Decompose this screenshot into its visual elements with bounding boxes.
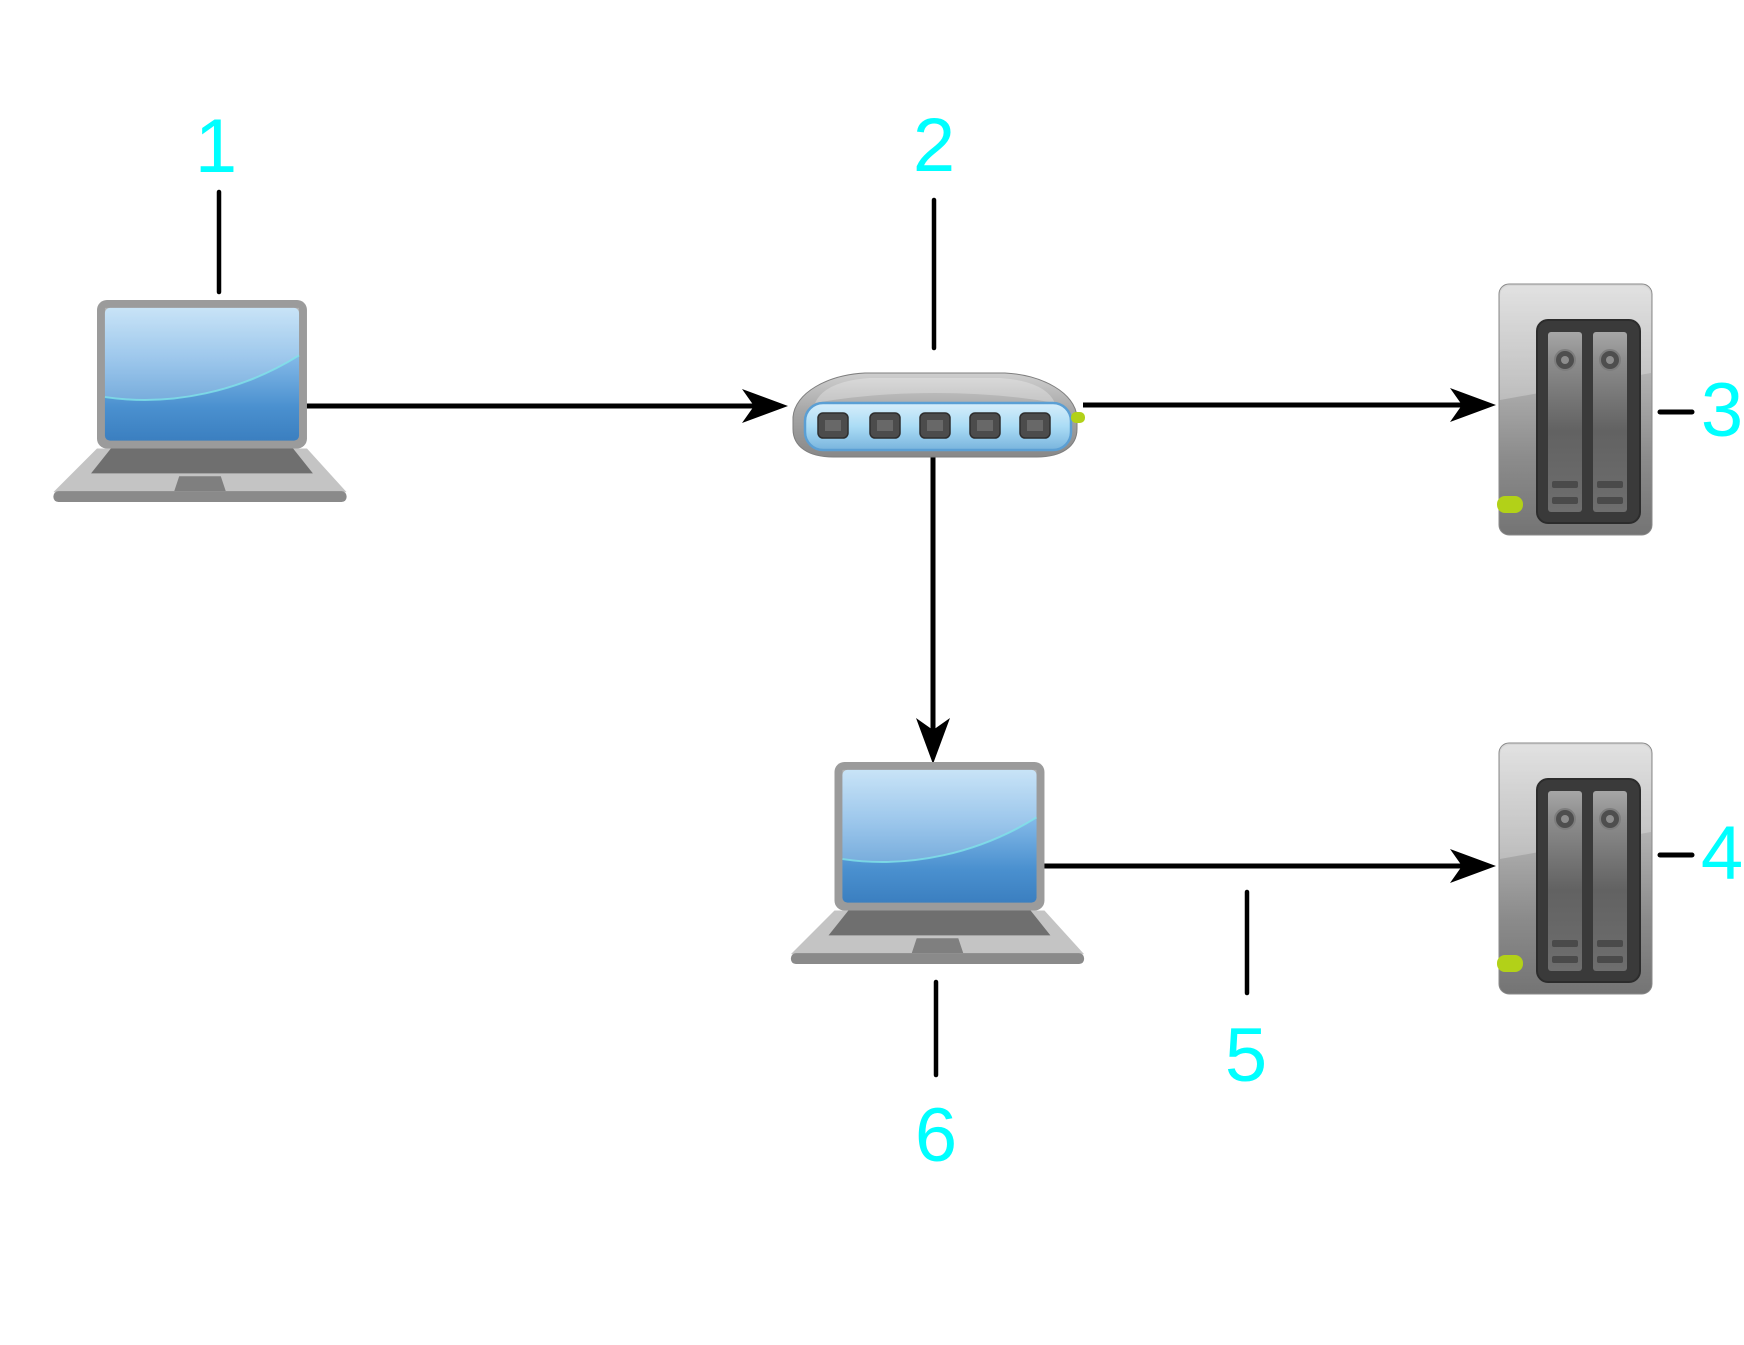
edge-switch-to-laptop6 xyxy=(916,455,950,764)
edge-switch-to-nas3 xyxy=(1083,388,1496,422)
laptop-1-icon xyxy=(53,300,347,506)
nas-4-icon xyxy=(1497,742,1653,995)
nas-led xyxy=(1497,496,1523,513)
edge-laptop1-to-switch xyxy=(302,389,788,423)
callout-label-5: 5 xyxy=(1224,1013,1268,1098)
callout-label-4: 4 xyxy=(1700,811,1744,896)
laptop-icon xyxy=(790,762,1085,965)
nas-led xyxy=(1497,955,1523,972)
drive-bays xyxy=(1548,791,1627,971)
laptop-screen xyxy=(834,762,1045,911)
callout-label-3: 3 xyxy=(1700,368,1744,453)
callout-label-2: 2 xyxy=(912,103,956,188)
callout-label-6: 6 xyxy=(914,1093,958,1178)
nas-server-icon xyxy=(1497,742,1653,995)
nas-3-icon xyxy=(1497,283,1653,536)
callout-label-1: 1 xyxy=(194,104,238,189)
laptop-screen xyxy=(97,300,307,449)
switch-led xyxy=(1071,412,1085,423)
laptop-icon xyxy=(53,300,347,503)
laptop-6-icon xyxy=(788,762,1087,968)
edge-laptop6-to-nas4 xyxy=(1037,849,1496,883)
drive-bays xyxy=(1548,332,1627,512)
nas-server-icon xyxy=(1497,283,1653,536)
network-switch-icon xyxy=(792,372,1085,458)
switch-ports xyxy=(817,412,1051,439)
switch-2-icon xyxy=(785,365,1085,462)
